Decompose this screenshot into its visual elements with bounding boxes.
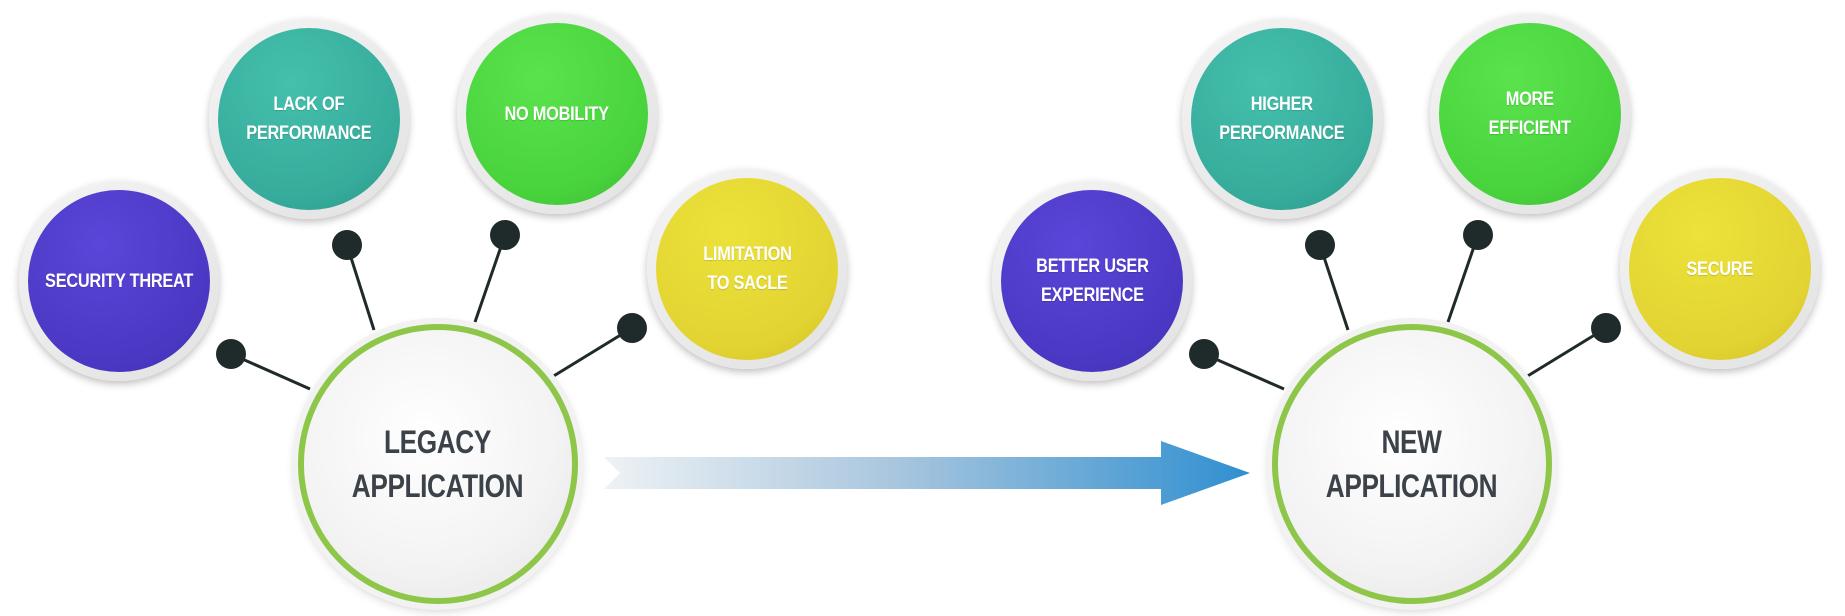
transition-arrow	[604, 441, 1250, 505]
bubble-better-user-experience: BETTER USER EXPERIENCE	[992, 181, 1192, 381]
hub-legacy-application: LEGACY APPLICATION	[298, 324, 578, 604]
connector-legacy-mobility	[473, 234, 507, 323]
bubble-security-threat: SECURITY THREAT	[19, 181, 219, 381]
bubble-secure: SECURE	[1620, 169, 1820, 369]
hub-label: NEW APPLICATION	[1326, 424, 1498, 504]
connector-dot-new-performance	[1305, 230, 1335, 260]
bubble-label: SECURITY THREAT	[44, 270, 194, 292]
bubble-label: SECURE	[1686, 258, 1754, 280]
bubble-label: NO MOBILITY	[504, 103, 610, 125]
bubble-label: MORE EFFICIENT	[1488, 89, 1572, 139]
bubble-label: HIGHER PERFORMANCE	[1219, 94, 1345, 144]
connector-dot-legacy-performance	[332, 230, 362, 260]
connector-new-secure	[1525, 326, 1607, 379]
connector-dot-legacy-security	[216, 339, 246, 369]
bubble-label: LACK OF PERFORMANCE	[246, 94, 372, 144]
bubble-limitation-to-scale: LIMITATION TO SACLE	[647, 169, 847, 369]
connector-dot-new-experience	[1189, 339, 1219, 369]
connector-dot-legacy-limitation	[617, 313, 647, 343]
hub-new-application: NEW APPLICATION	[1272, 324, 1552, 604]
bubble-label: BETTER USER EXPERIENCE	[1035, 256, 1149, 306]
hub-label: LEGACY APPLICATION	[352, 424, 524, 504]
connector-dot-new-efficient	[1463, 220, 1493, 250]
bubble-higher-performance: HIGHER PERFORMANCE	[1182, 19, 1382, 219]
connector-dot-legacy-mobility	[490, 220, 520, 250]
connector-new-efficient	[1446, 234, 1480, 323]
bubble-lack-of-performance: LACK OF PERFORMANCE	[209, 19, 409, 219]
bubble-no-mobility: NO MOBILITY	[457, 14, 657, 214]
bubble-label: LIMITATION TO SACLE	[702, 244, 792, 294]
connector-dot-new-secure	[1591, 313, 1621, 343]
connector-legacy-limitation	[551, 326, 633, 379]
bubble-more-efficient: MORE EFFICIENT	[1430, 14, 1630, 214]
